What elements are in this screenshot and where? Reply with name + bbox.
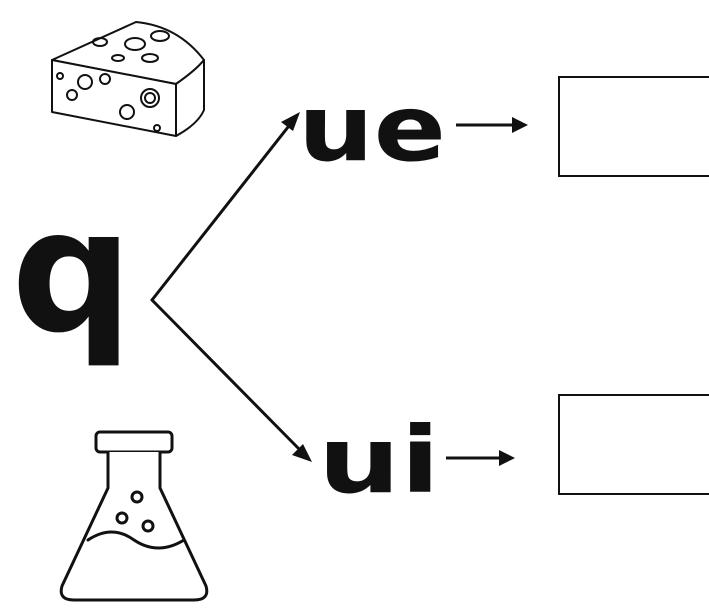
lower-branch-arrowhead — [292, 444, 312, 462]
upper-branch-line — [150, 120, 294, 302]
answer-box-ue[interactable] — [558, 76, 709, 177]
flask-icon — [59, 430, 209, 602]
answer-box-ui[interactable] — [558, 394, 709, 495]
upper-branch-arrowhead — [281, 112, 300, 131]
cheese-icon — [51, 21, 205, 137]
root-letter: q — [11, 173, 133, 371]
arrow-to-ui-box — [446, 450, 515, 466]
branch-lines — [150, 112, 312, 462]
syllable-ue: ue — [298, 75, 446, 182]
lower-branch-line — [150, 298, 304, 454]
arrow-to-ue-box — [456, 117, 528, 133]
syllable-ui: ui — [318, 407, 440, 514]
